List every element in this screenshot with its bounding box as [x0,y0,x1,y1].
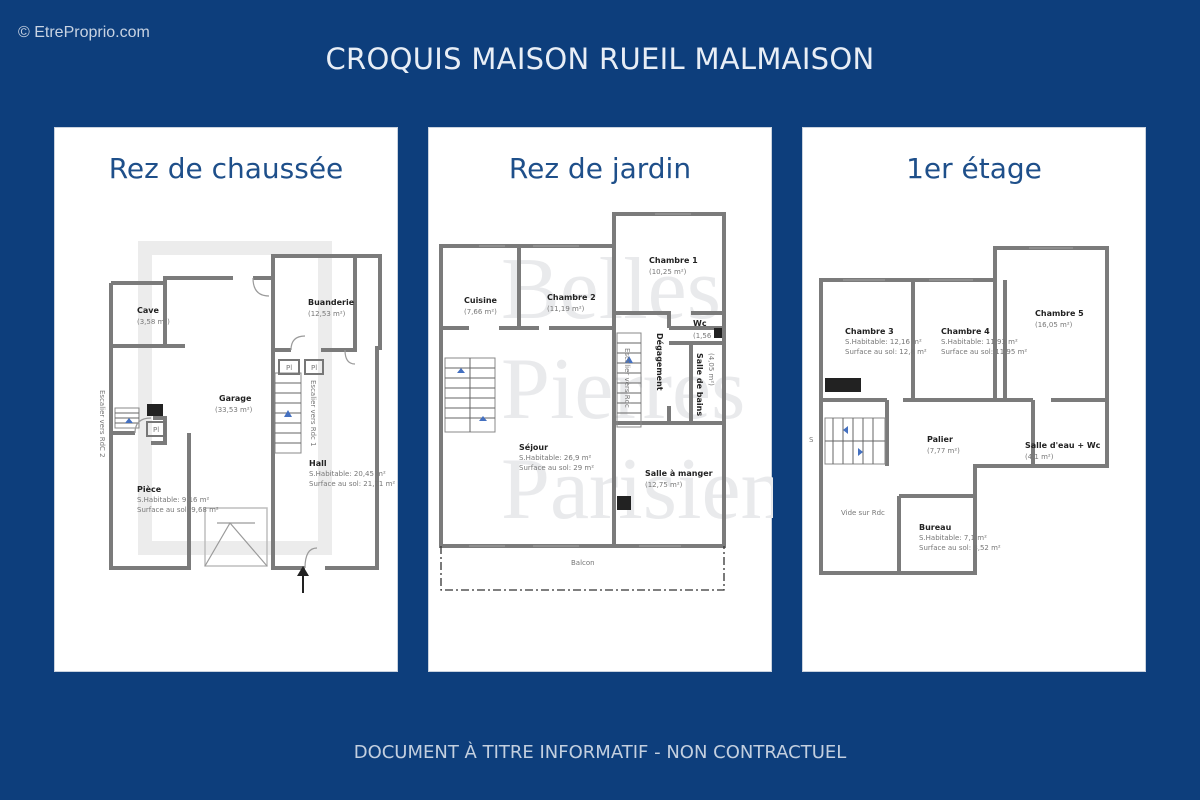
room-cuisine-name: Cuisine [464,296,498,305]
fireplace-icon [825,378,861,392]
room-chambre3-sol: Surface au sol: 12,8 m² [845,348,927,356]
label-placard-1: Pl [286,364,292,372]
room-chambre1-area: (10,25 m²) [649,268,687,276]
balcony-outline [440,546,725,591]
page-title: CROQUIS MAISON RUEIL MALMAISON [325,42,875,76]
room-balcon-name: Balcon [571,559,595,567]
panel-1er-etage: 1er étage Chambre 3 S.Habitable: 12,16 m… [802,127,1146,672]
room-cave-area: (3,58 m²) [137,318,170,326]
floor-plan-rez-de-jardin: Belles Pierres Parisiennes Cuisine (7,66… [439,212,773,591]
door-swings [134,277,356,569]
room-hall-hab: S.Habitable: 20,45 m² [309,470,386,478]
room-chambre2-name: Chambre 2 [547,293,596,302]
panel-rez-de-chaussee: Rez de chaussée [54,127,398,672]
label-escalier-rdc: Escalier vers Rdc [623,348,631,408]
outer-walls [819,246,1109,575]
plan-watermark-frame [138,241,332,555]
label-vide-sur-rdc: Vide sur Rdc [841,509,885,517]
stairs-degagement [616,332,642,428]
floor-plan-1er-etage: Chambre 3 S.Habitable: 12,16 m² Surface … [809,246,1109,575]
wc-icon [714,328,722,338]
room-hall-name: Hall [309,459,327,468]
panel-rez-de-jardin: Rez de jardin Belles Pierres Parisiennes… [428,127,773,672]
label-escalier-rdc1: Escalier vers Rdc 1 [309,380,317,447]
label-placard-2: Pl [311,364,317,372]
label-escalier-rdc2: Escalier vers RdC 2 [98,390,106,458]
fireplace-icon [617,496,631,510]
room-chambre5-name: Chambre 5 [1035,309,1084,318]
buanderie-walls [271,256,357,568]
site-watermark: © EtreProprio.com [18,24,150,41]
entrance-arrow-icon [297,566,309,593]
room-sejour-sol: Surface au sol: 29 m² [519,464,594,472]
closets [146,359,324,437]
room-sdb-area: (4,05 m²) [707,353,715,386]
stairs-palier [824,417,886,465]
room-chambre2-area: (11,19 m²) [547,305,585,313]
room-chambre4-hab: S.Habitable: 11,93 m² [941,338,1018,346]
room-palier-name: Palier [927,435,953,444]
room-chambre3-name: Chambre 3 [845,327,894,336]
windows [843,247,1073,281]
room-salle-manger-name: Salle à manger [645,469,713,478]
room-bureau-hab: S.Habitable: 7,1 m² [919,534,987,542]
disclaimer-footer: DOCUMENT À TITRE INFORMATIF - NON CONTRA… [353,742,847,763]
room-chambre5-area: (16,05 m²) [1035,321,1073,329]
room-salle-manger-area: (12,75 m²) [645,481,683,489]
room-palier-area: (7,77 m²) [927,447,960,455]
label-s: S [809,436,814,444]
room-sdb-name: Salle de bains [695,353,704,416]
floor-plan-rez-de-chaussee: Cave (3,58 m²) Garage (33,53 m²) Buander… [98,241,395,593]
room-degagement-name: Dégagement [655,333,665,391]
label-placard-3: Pl [153,426,159,434]
room-cuisine-area: (7,66 m²) [464,308,497,316]
room-buanderie-area: (12,53 m²) [308,310,346,318]
room-chambre3-hab: S.Habitable: 12,16 m² [845,338,922,346]
room-wc-area: (1,56 [693,332,712,340]
stairs-left [114,404,163,429]
room-garage-area: (33,53 m²) [215,406,253,414]
plan-watermark-line-3: Parisiennes [501,441,773,538]
room-buanderie-name: Buanderie [308,298,355,307]
windows [469,213,691,547]
room-piece-name: Pièce [137,484,162,494]
room-chambre1-name: Chambre 1 [649,256,698,265]
room-chambre4-sol: Surface au sol: 11,95 m² [941,348,1027,356]
room-salle-eau-area: (4,1 m²) [1025,453,1054,461]
room-chambre4-name: Chambre 4 [941,327,990,336]
interior-walls [441,214,724,546]
room-bureau-sol: Surface au sol: 8,52 m² [919,544,1001,552]
room-cave-name: Cave [137,306,159,315]
panel-title: Rez de chaussée [108,152,344,185]
room-wc-name: Wc [693,319,707,328]
garage-ramp [204,507,268,567]
outer-walls [109,254,382,570]
room-sejour-hab: S.Habitable: 26,9 m² [519,454,592,462]
panel-title: 1er étage [906,152,1042,185]
room-salle-eau-name: Salle d'eau + Wc [1025,441,1101,450]
stairs-sejour [444,357,496,433]
room-bureau-name: Bureau [919,523,952,532]
panel-title: Rez de jardin [508,152,692,185]
room-piece-sol: Surface au sol: 9,68 m² [137,506,219,514]
room-piece-hab: S.Habitable: 9,16 m² [137,496,210,504]
room-garage-name: Garage [219,394,252,403]
room-sejour-name: Séjour [519,442,548,452]
cave-walls [111,283,185,348]
plan-watermark-line-1: Belles [501,241,721,338]
room-hall-sol: Surface au sol: 21,71 m² [309,480,395,488]
interior-walls [821,248,1107,573]
stairs-hall [274,372,302,454]
